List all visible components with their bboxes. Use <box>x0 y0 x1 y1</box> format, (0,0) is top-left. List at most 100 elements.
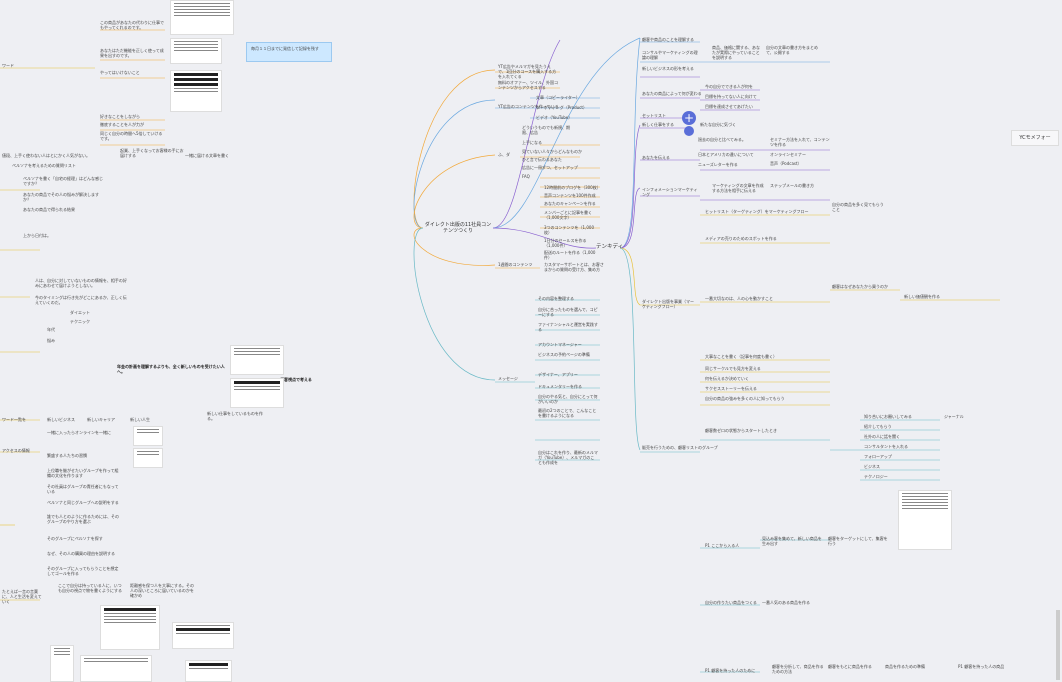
left-node[interactable]: あなたの商品で得られる結果 <box>23 207 75 212</box>
left-node[interactable]: 新しいビジネス <box>47 417 75 422</box>
right-node[interactable]: 目標を持ってない人に向けて <box>705 94 757 99</box>
right-node[interactable]: 社外の人に話を聞く <box>864 434 900 439</box>
branch-node[interactable]: ふ、ダ <box>498 152 510 157</box>
right-node[interactable]: セミナー方法を入れて、コンテンツを作る <box>770 137 830 147</box>
bottom-node[interactable]: 一番人気のある商品を作る <box>762 600 810 605</box>
collapse-node-icon[interactable] <box>684 126 694 136</box>
left-node[interactable]: 今のタイミングは行き先がどこにあるか、正しく伝えていくのだ。 <box>35 295 127 305</box>
scrollbar[interactable] <box>1056 610 1060 680</box>
right-node[interactable]: 一番大切なのは、人の心を動かすこと <box>705 296 773 301</box>
bottom-node[interactable]: 自分の作りたい商品をつくる <box>705 600 757 605</box>
branch-node[interactable]: 上手になる <box>522 140 542 145</box>
left-node[interactable]: 好きなことをしながら <box>100 114 140 119</box>
thumbnail-image[interactable] <box>230 345 284 375</box>
thumbnail-image[interactable] <box>133 448 163 468</box>
right-node[interactable]: ヒットリスト（ターゲティング）をマーケティングフロー <box>705 209 809 214</box>
right-node[interactable]: 自分の商品の強みを多くの人に知ってもらう <box>705 396 785 401</box>
left-node[interactable]: やってはいけないこと <box>100 70 140 75</box>
right-node[interactable]: 同じサークルでも見方を変える <box>705 366 761 371</box>
branch-node[interactable]: メッセージ <box>498 376 518 381</box>
right-node[interactable]: ビジネス <box>864 464 880 469</box>
left-node[interactable]: ダイエット <box>70 310 90 315</box>
bottom-node[interactable]: 顧客をターゲットにして、集客を行う <box>828 536 888 546</box>
branch-node[interactable]: 最初の2つのことで、こんなことを書けるようになる <box>538 408 597 418</box>
right-node[interactable]: コンサルタントを入れる <box>864 444 908 449</box>
left-node[interactable]: 新しいキャリア <box>87 417 115 422</box>
branch-node[interactable]: アカウントマネージャー <box>538 342 582 347</box>
left-node[interactable]: 悩み <box>47 338 55 343</box>
left-node[interactable]: 新しい仕事をしているものを作る。 <box>207 411 263 421</box>
branch-node[interactable]: 音声コンテンツを100件作成 <box>544 193 596 198</box>
thumbnail-image[interactable] <box>170 38 222 64</box>
left-node[interactable]: ワード <box>2 63 14 68</box>
right-node[interactable]: 何を伝えるか決めていく <box>705 376 749 381</box>
branch-node[interactable]: 3つのコンテンツを（1,000枚） <box>544 225 594 235</box>
bottom-node[interactable]: P1 顧客を持った人のために <box>705 668 756 673</box>
branch-node[interactable]: YT広告やメルマガを見たうえで、1回分のコースを購入する方を入れてくる <box>498 64 557 79</box>
branch-node[interactable]: 12時間前のブログを（300枚） <box>544 185 601 190</box>
left-node[interactable]: 徹底することを人が力が <box>100 122 144 127</box>
branch-node[interactable]: あなたのキャンペーンを作る <box>544 201 596 206</box>
branch-node[interactable]: その内容を整理する <box>538 296 574 301</box>
branch-node[interactable]: 自分に合ったものを選んで、コピーにする <box>538 307 598 317</box>
branch-node[interactable]: 1日分のセールスを作る（1,000件） <box>544 238 587 248</box>
left-node[interactable]: ワード一覧を <box>2 417 26 422</box>
branch-node[interactable]: 文章（コピーライター） <box>536 95 580 100</box>
branch-node[interactable]: 自分のやる気と、自分にとって何がいいのか <box>538 394 598 404</box>
branch-node[interactable]: ドキュメンタリーを作る <box>538 384 582 389</box>
bottom-node[interactable]: P1 顧客を持った人の商品 <box>958 664 1005 669</box>
branch-node[interactable]: 1週間のコンテンツ <box>498 262 533 267</box>
right-node[interactable]: セットリスト <box>642 113 666 118</box>
thumbnail-image[interactable] <box>185 660 232 682</box>
left-node[interactable]: ペルソナを考えるための質問リスト <box>12 163 76 168</box>
right-node[interactable]: 新しいビジネスの形を考える <box>642 66 694 71</box>
thumbnail-image[interactable] <box>230 378 284 408</box>
left-node[interactable]: 値段、上手く使わない人はとにかく人気がない。 <box>2 153 90 158</box>
left-node[interactable]: 人は、自分に対していないものの情報を、相手の好みにあわせて届けようとしない。 <box>35 278 127 288</box>
branch-node[interactable]: デザイナー、アプリー <box>538 372 578 377</box>
right-node[interactable]: 自分の商品を多く見てもらうこと <box>832 202 884 212</box>
thumbnail-image[interactable] <box>133 426 163 446</box>
branch-node[interactable]: ひと言で伝わるあなた <box>522 157 562 162</box>
left-node[interactable]: たとえば一言の言葉に、人と生活を変えていく <box>2 589 42 604</box>
thumbnail-image[interactable] <box>898 490 952 550</box>
right-node[interactable]: ステップメールの書き方 <box>770 183 814 188</box>
left-node[interactable]: ここで自分は持っている人に、いつも自分の視点で物を書くようにする <box>58 583 123 593</box>
branch-node[interactable]: 見ていない人々からどんなものか <box>522 149 582 154</box>
right-node[interactable]: 日本とアメリカの違いについて <box>698 152 754 157</box>
right-node[interactable]: テクノロジー <box>864 474 888 479</box>
right-node[interactable]: 顧客はなぜあなたから買うのか <box>832 284 888 289</box>
right-node[interactable]: 音声（Podcast） <box>770 161 802 166</box>
left-node[interactable]: 起業、上手くなってお客様の手にお届けする <box>120 148 184 158</box>
left-node[interactable]: ペルソナを書く「自宅の経理」はどんな感じですか？ <box>23 176 103 186</box>
thumbnail-image[interactable] <box>170 70 222 112</box>
right-node[interactable]: 新しい価値観を作る <box>904 294 940 299</box>
right-node[interactable]: 販売を行うための、顧客リストのグループ <box>642 445 718 450</box>
right-node[interactable]: 顧客や商品のことを理解する <box>642 37 694 42</box>
left-node[interactable]: 年代 <box>47 327 55 332</box>
right-node[interactable]: 商品、価格に関する、あなたが実際にやっていることを説明する <box>712 45 760 60</box>
right-node[interactable]: 紹介してもらう <box>864 424 892 429</box>
left-node[interactable]: 上位職を継がせたいグループを作って組織の文化を作ります <box>47 468 119 478</box>
bottom-node[interactable]: 顧客をもとに商品を作る <box>828 664 872 669</box>
branch-node[interactable]: ビジネスの予約ページの準備 <box>538 352 590 357</box>
branch-node[interactable]: ビデオ（YouTube） <box>536 115 573 120</box>
branch-node[interactable]: ファイナンシャルと運営を実践する <box>538 322 598 332</box>
right-node[interactable]: 大事なことを書く（記事を何度も書く） <box>705 354 777 359</box>
right-node[interactable]: 新たな自分に気づく <box>700 122 736 127</box>
right-node[interactable]: ダイレクト出版を事業（マーケティングフロー） <box>642 299 694 309</box>
blue-note-box[interactable]: 毎月１１日までに発信して記録を残す <box>246 42 332 62</box>
branch-node[interactable]: どういうものでも新規、期限、広告 <box>522 125 570 135</box>
left-node[interactable]: その社員はグループの責任者にもなっている <box>47 484 119 494</box>
thumbnail-image[interactable] <box>170 0 234 35</box>
right-node[interactable]: メディアの売りのためのスポットを作る <box>705 236 777 241</box>
branch-node[interactable]: 自分はこれを作り、最新のメルマガ（YouTube）、メルマガのことも作成を <box>538 450 598 465</box>
thumbnail-image[interactable] <box>80 655 152 682</box>
right-node[interactable]: 自分の文章の書き方をまとめて、公開する <box>766 45 818 55</box>
right-node[interactable]: ジャーナル <box>944 414 964 419</box>
thumbnail-image[interactable] <box>172 622 234 649</box>
right-node[interactable]: 目標を達成させてあげたい <box>705 104 753 109</box>
left-node[interactable]: 上から日付は。 <box>23 233 51 238</box>
root-node[interactable]: ダイレクト出版の11社員コンテンツつくり <box>424 222 492 234</box>
left-node[interactable]: あなたはただ機能を正しく使って成果を出すのです。 <box>100 48 164 58</box>
